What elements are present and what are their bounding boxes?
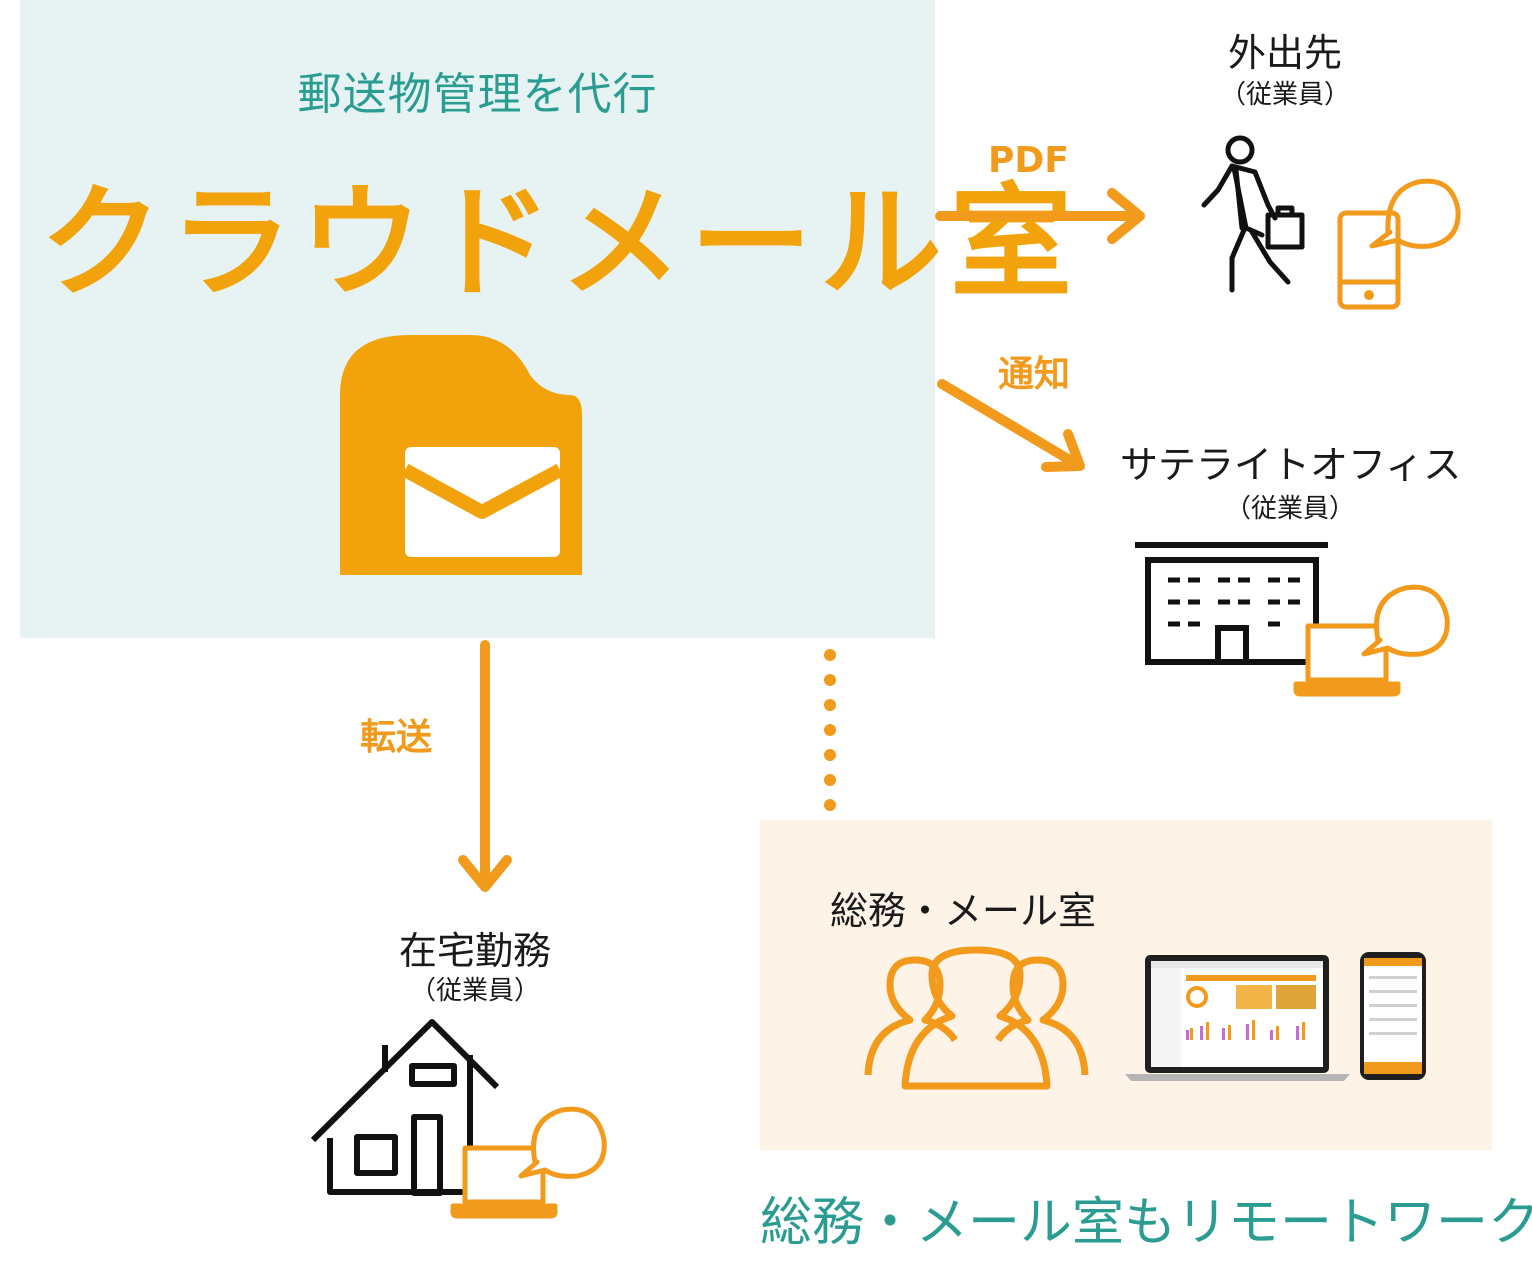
- notify-arrow: [937, 379, 1085, 472]
- remote-work-caption: 総務・メール室もリモートワーク: [760, 1193, 1532, 1253]
- service-tagline: 郵送物管理を代行: [297, 69, 658, 120]
- dashboard-phone-illustration: [1360, 952, 1426, 1080]
- forward-label: 転送: [360, 717, 433, 758]
- smartphone-chat-icon: [1337, 178, 1461, 310]
- service-name-logo: クラウドメール室: [40, 172, 1080, 314]
- laptop-chat-icon-satellite: [1293, 584, 1450, 697]
- house-icon: [310, 1019, 500, 1196]
- forward-arrow: [458, 640, 512, 892]
- outing-subtitle: （従業員）: [1219, 80, 1350, 110]
- home-subtitle: （従業員）: [409, 976, 540, 1006]
- pdf-label: PDF: [988, 140, 1069, 181]
- notify-label: 通知: [998, 354, 1071, 395]
- staff-group-icon: [864, 946, 1089, 1090]
- satellite-subtitle: （従業員）: [1224, 494, 1355, 524]
- dashboard-laptop-illustration: [1125, 955, 1350, 1081]
- office-building-icon: [1135, 542, 1328, 665]
- laptop-chat-icon-home: [450, 1106, 607, 1219]
- satellite-title: サテライトオフィス: [1120, 443, 1462, 487]
- mailroom-title: 総務・メール室: [830, 889, 1097, 933]
- walking-person-icon: [1201, 135, 1305, 293]
- cloud-mail-icon: [340, 335, 582, 575]
- dotted-connector: [824, 649, 836, 811]
- outing-title: 外出先: [1227, 31, 1342, 75]
- pdf-arrow: [935, 188, 1145, 244]
- home-title: 在宅勤務: [398, 929, 551, 973]
